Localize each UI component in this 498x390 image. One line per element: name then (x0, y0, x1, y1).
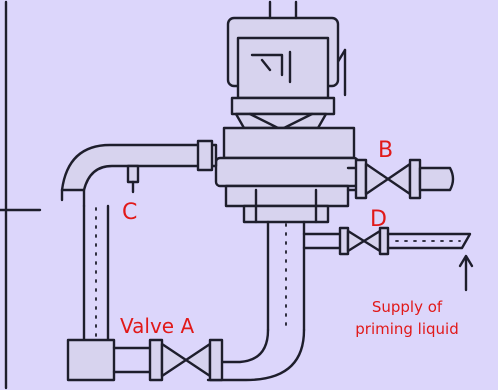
bottom-pipe (66, 338, 224, 382)
supply-note-line1: Supply of (371, 298, 443, 316)
label-valve-b: B (378, 138, 394, 163)
valve-d-branch (302, 226, 472, 256)
coupling (234, 112, 328, 130)
label-tap-c: C (122, 200, 138, 225)
label-valve-d: D (370, 207, 387, 232)
supply-note: Supply of priming liquid (332, 296, 482, 340)
valve-b-branch (346, 158, 455, 200)
motor (226, 0, 340, 116)
tap-c (126, 164, 140, 194)
supply-arrow (458, 254, 474, 292)
suction-pipe (60, 139, 218, 342)
vertical-delivery-pipe (206, 220, 306, 382)
pump-casing (214, 126, 360, 224)
label-valve-a: Valve A (120, 314, 195, 338)
supply-note-line2: priming liquid (355, 320, 459, 338)
